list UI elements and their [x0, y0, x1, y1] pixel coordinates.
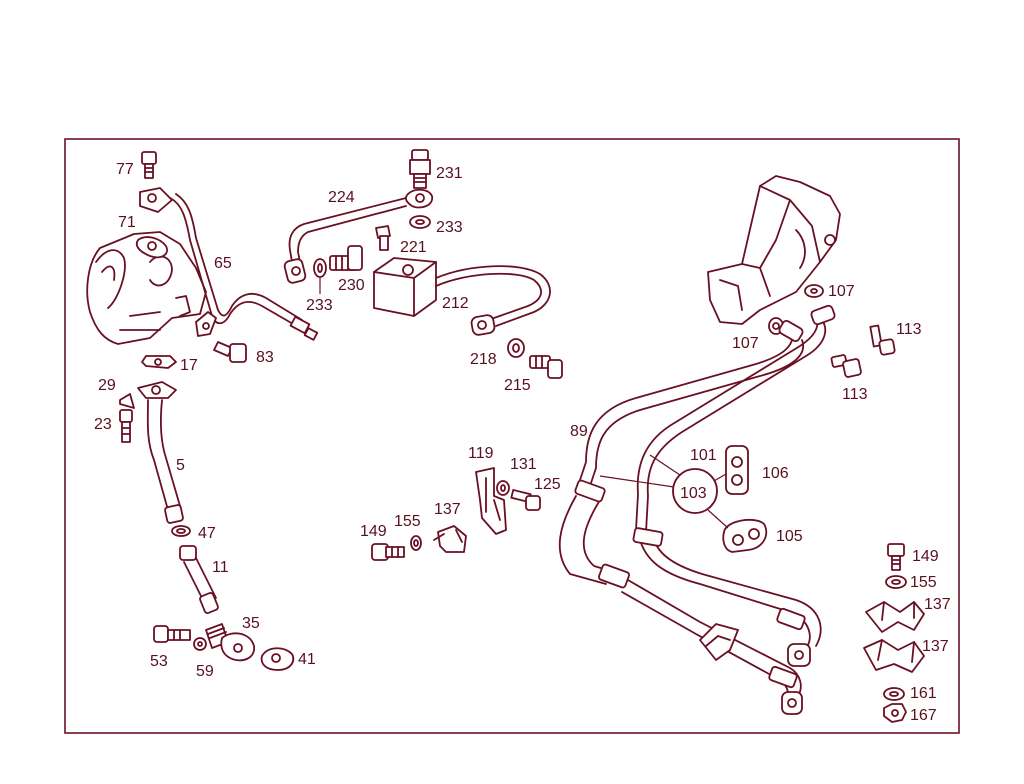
label-137-mid: 137	[434, 501, 461, 518]
label-106: 106	[762, 465, 789, 482]
nut-167	[883, 703, 907, 723]
label-53: 53	[150, 653, 168, 670]
bolt-149-right	[887, 543, 905, 571]
diagram-frame	[64, 138, 960, 734]
label-71: 71	[118, 214, 136, 231]
bracket-137-mid	[433, 525, 467, 553]
washer-59	[193, 637, 207, 651]
bracket-29	[119, 393, 135, 409]
clamp-137-lower	[863, 639, 925, 673]
label-113-bottom: 113	[842, 386, 868, 403]
label-155-mid: 155	[394, 513, 421, 530]
label-105: 105	[776, 528, 803, 545]
bolt-113-top	[869, 324, 896, 356]
distribution-block-212	[373, 257, 437, 317]
gasket-71	[135, 236, 168, 259]
label-231: 231	[436, 165, 463, 182]
washer-233-top	[409, 215, 431, 229]
label-224: 224	[328, 189, 355, 206]
label-47: 47	[198, 525, 216, 542]
washer-155-right	[885, 575, 907, 589]
label-125: 125	[534, 476, 561, 493]
label-233-top: 233	[436, 219, 463, 236]
banjo-bolt-231	[409, 149, 431, 189]
bolt-149-mid	[371, 543, 405, 561]
label-221: 221	[400, 239, 427, 256]
oil-return-pipe-5	[137, 381, 184, 524]
label-113-top: 113	[896, 321, 922, 338]
label-11: 11	[212, 559, 229, 576]
bracket-clip	[195, 311, 217, 337]
banjo-bolt-77	[141, 151, 157, 179]
label-137-lower: 137	[922, 638, 949, 655]
cooler-lines-89	[558, 304, 836, 715]
label-101: 101	[690, 447, 717, 464]
label-35: 35	[242, 615, 260, 632]
label-131: 131	[510, 456, 537, 473]
label-23: 23	[94, 416, 112, 433]
washer-131	[496, 480, 510, 496]
bolt-221	[375, 225, 391, 251]
leader-103-to-106	[713, 473, 727, 482]
label-107-left: 107	[732, 335, 759, 352]
label-107-top: 107	[828, 283, 855, 300]
label-233-left: 233	[306, 297, 333, 314]
callout-circle-103	[672, 468, 718, 514]
washer-218	[507, 338, 525, 358]
gasket-17	[141, 355, 177, 369]
label-215: 215	[504, 377, 531, 394]
oil-feed-line-65	[139, 187, 319, 341]
seal-ring-47	[171, 525, 191, 537]
oil-line-224	[283, 188, 433, 284]
bolt-83	[213, 341, 247, 363]
banjo-bolt-215	[529, 355, 563, 379]
label-230: 230	[338, 277, 365, 294]
bolt-113-bottom	[830, 354, 862, 378]
leader-103-to-105	[707, 509, 729, 529]
label-149-right: 149	[912, 548, 939, 565]
label-149-mid: 149	[360, 523, 387, 540]
label-5: 5	[176, 457, 185, 474]
label-155-right: 155	[910, 574, 937, 591]
label-17: 17	[180, 357, 198, 374]
bracket-119	[475, 467, 507, 535]
leader-103-to-89	[599, 475, 675, 488]
gasket-41	[260, 647, 295, 671]
label-167: 167	[910, 707, 937, 724]
seal-ring-107-top	[804, 284, 824, 298]
label-103: 103	[680, 485, 707, 502]
oil-line-218	[435, 265, 551, 336]
hose-11	[179, 545, 219, 614]
clip-106	[725, 445, 749, 495]
label-29: 29	[98, 377, 116, 394]
leader-103-to-101	[649, 454, 681, 476]
clamp-137-upper	[865, 601, 925, 633]
washer-155-mid	[410, 535, 422, 551]
label-119: 119	[468, 445, 494, 462]
washer-233-left	[313, 258, 327, 278]
label-77: 77	[116, 161, 134, 178]
steering-gear-housing	[707, 175, 841, 325]
label-41: 41	[298, 651, 316, 668]
oil-drain-fitting-35	[205, 623, 255, 662]
label-65: 65	[214, 255, 232, 272]
label-83: 83	[256, 349, 274, 366]
washer-161	[883, 687, 905, 701]
bolt-23	[119, 409, 133, 443]
bolt-125	[510, 489, 541, 511]
label-212: 212	[442, 295, 469, 312]
label-161: 161	[910, 685, 937, 702]
label-218: 218	[470, 351, 497, 368]
clamp-105	[722, 518, 768, 553]
label-137-upper: 137	[924, 596, 951, 613]
label-89: 89	[570, 423, 588, 440]
bolt-53	[153, 625, 191, 643]
label-59: 59	[196, 663, 214, 680]
banjo-bolt-230	[329, 245, 363, 271]
